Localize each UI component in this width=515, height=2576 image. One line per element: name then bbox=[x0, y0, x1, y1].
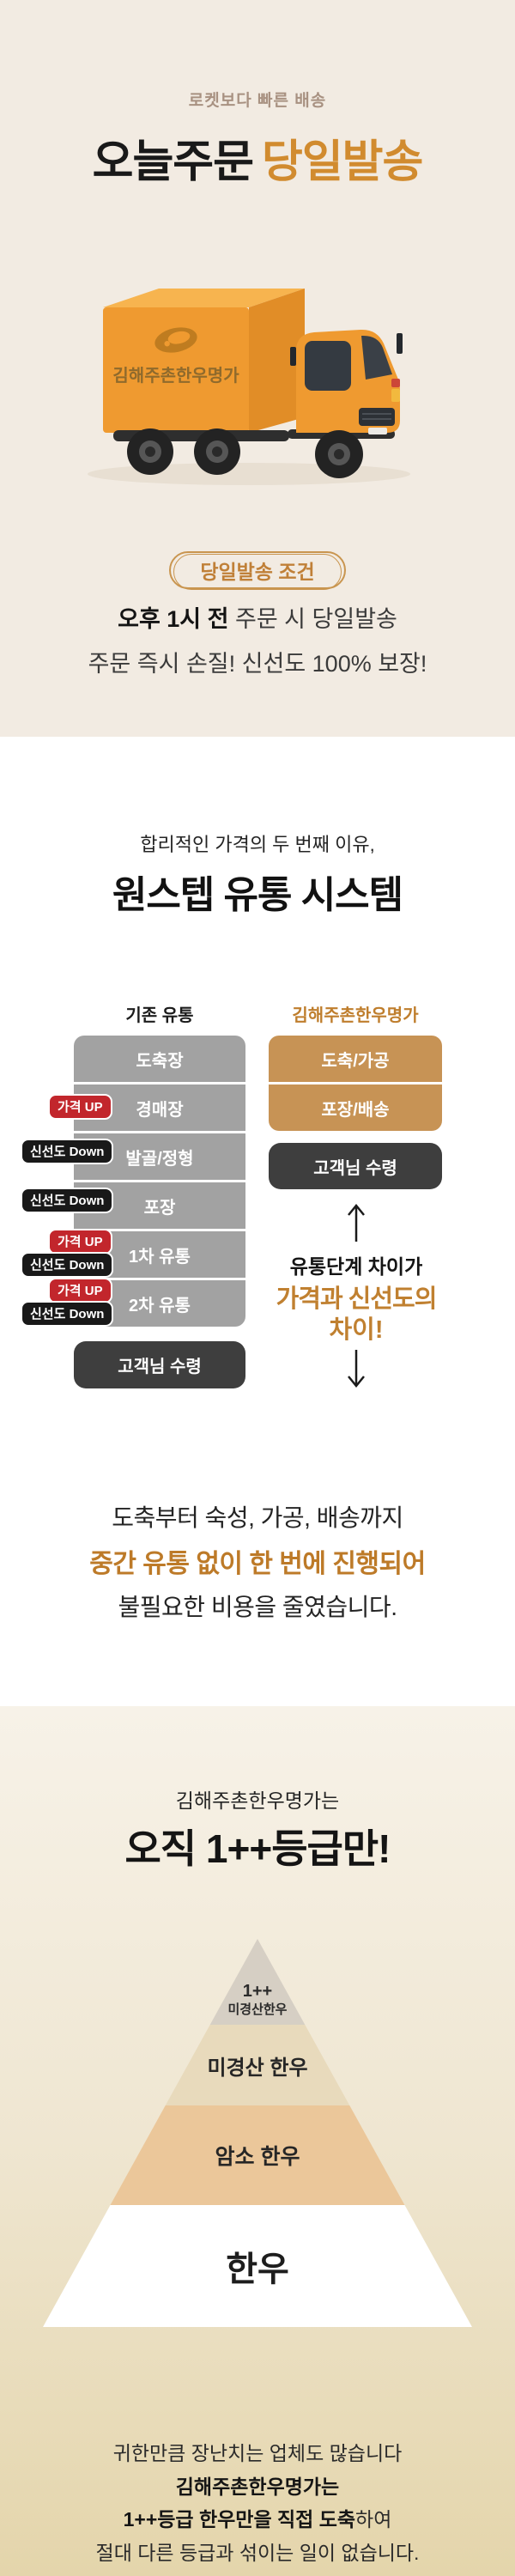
delivery-truck-illustration: 김해주촌한우명가 bbox=[77, 204, 438, 488]
price-up-badge: 가격 UP bbox=[48, 1278, 112, 1303]
traditional-final-step: 고객님 수령 bbox=[74, 1341, 245, 1388]
license-plate bbox=[368, 428, 387, 434]
traditional-flow: 도축장 경매장 발골/정형 포장 1차 유통 2차 유통 가격 UP 신선도 D… bbox=[21, 1036, 245, 1327]
ours-column-header: 김해주촌한우명가 bbox=[292, 1006, 419, 1025]
footer-line-1: 귀한만큼 장난치는 업체도 많습니다 bbox=[112, 2442, 403, 2464]
summary-line-3: 불필요한 비용을 줄였습니다. bbox=[118, 1594, 397, 1620]
note-line-1: 유통단계 차이가 bbox=[289, 1255, 423, 1278]
price-up-badge: 가격 UP bbox=[48, 1094, 112, 1120]
summary-line-2: 중간 유통 없이 한 번에 진행되어 bbox=[89, 1550, 426, 1578]
hero-title-dark: 오늘주문 bbox=[92, 137, 254, 187]
footer-line-2: 김해주촌한우명가는 bbox=[175, 2475, 340, 2498]
step-slaughterhouse: 도축장 bbox=[74, 1036, 245, 1082]
distribution-title: 원스텝 유통 시스템 bbox=[112, 874, 403, 916]
truck-logo-text: 김해주촌한우명가 bbox=[112, 366, 239, 386]
hero-tagline: 로켓보다 빠른 배송 bbox=[188, 92, 327, 110]
ours-final-step: 고객님 수령 bbox=[269, 1143, 442, 1189]
footer-line-3: 1++등급 한우만을 직접 도축하여 bbox=[123, 2508, 392, 2530]
condition-line-1: 오후 1시 전 주문 시 당일발송 bbox=[118, 606, 397, 632]
note-line-3: 차이! bbox=[329, 1316, 384, 1344]
condition-line-2: 주문 즉시 손질! 신선도 100% 보장! bbox=[88, 651, 427, 677]
pyramid-tier-1pp: 1++ 미경산한우 bbox=[43, 1939, 472, 2025]
grade-footer: 귀한만큼 장난치는 업체도 많습니다 김해주촌한우명가는 1++등급 한우만을 … bbox=[0, 2437, 515, 2569]
wheel-icon bbox=[194, 428, 240, 475]
truck-icon: 김해주촌한우명가 bbox=[88, 289, 410, 485]
distribution-section: 합리적인 가격의 두 번째 이유, 원스텝 유통 시스템 기존 유통 김해주촌한… bbox=[0, 737, 515, 1706]
arrow-down-icon bbox=[348, 1350, 365, 1388]
footer-line-4: 절대 다른 등급과 섞이는 일이 없습니다. bbox=[95, 2541, 420, 2564]
freshness-down-badge: 신선도 Down bbox=[21, 1301, 114, 1327]
grade-section: 김해주촌한우명가는 오직 1++등급만! 1++ 미경산한우 미경산 한우 암소… bbox=[0, 1706, 515, 2576]
note-line-2: 가격과 신선도의 bbox=[276, 1285, 438, 1313]
pyramid-tier-hanwoo: 한우 bbox=[43, 2205, 472, 2327]
arrow-up-icon bbox=[348, 1204, 365, 1242]
pyramid-tier-cow-hanwoo: 암소 한우 bbox=[43, 2105, 472, 2205]
side-mirror-icon bbox=[290, 347, 296, 366]
distribution-subtitle: 합리적인 가격의 두 번째 이유, bbox=[140, 834, 375, 855]
ours-flow: 도축/가공 포장/배송 bbox=[269, 1036, 442, 1131]
grade-subtitle: 김해주촌한우명가는 bbox=[175, 1789, 340, 1812]
pyramid-tier-virgin-hanwoo: 미경산 한우 bbox=[43, 2025, 472, 2105]
same-day-condition-badge: 당일발송 조건 bbox=[0, 551, 515, 590]
freshness-down-badge: 신선도 Down bbox=[21, 1188, 114, 1213]
step-slaughter-processing: 도축/가공 bbox=[269, 1036, 442, 1082]
grade-pyramid: 1++ 미경산한우 미경산 한우 암소 한우 한우 bbox=[43, 1939, 472, 2327]
side-mirror-icon bbox=[397, 333, 403, 354]
price-up-badge: 가격 UP bbox=[48, 1229, 112, 1255]
meat-icon bbox=[154, 327, 197, 353]
head-light-icon bbox=[391, 389, 400, 402]
traditional-column-header: 기존 유통 bbox=[125, 1006, 194, 1025]
badge-label: 당일발송 조건 bbox=[173, 554, 342, 590]
tail-light-icon bbox=[391, 379, 400, 387]
wheel-icon bbox=[315, 430, 363, 478]
grade-title: 오직 1++등급만! bbox=[124, 1826, 391, 1871]
step-packing-shipping: 포장/배송 bbox=[269, 1084, 442, 1131]
freshness-down-badge: 신선도 Down bbox=[21, 1139, 114, 1164]
hero-title-accent: 당일발송 bbox=[262, 137, 423, 187]
summary-line-1: 도축부터 숙성, 가공, 배송까지 bbox=[112, 1504, 403, 1531]
grille-icon bbox=[359, 408, 395, 426]
freshness-down-badge: 신선도 Down bbox=[21, 1252, 114, 1278]
wheel-icon bbox=[127, 428, 173, 475]
